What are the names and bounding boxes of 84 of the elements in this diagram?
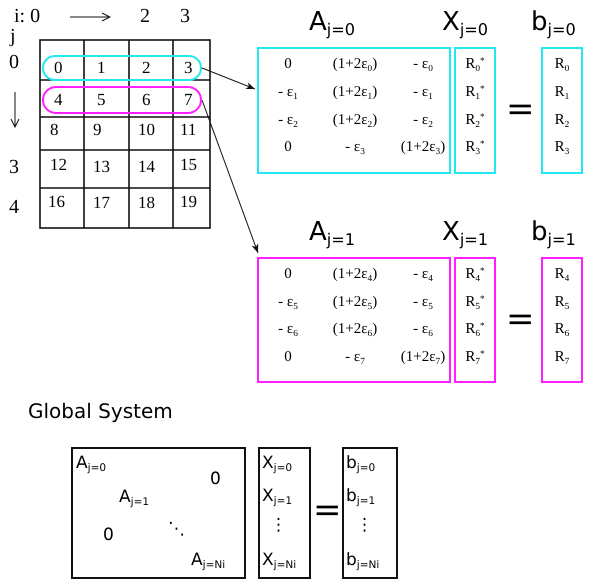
- matrix-entry: (1+2ε$_{7}$): [400, 350, 446, 364]
- vector-entry: X$_{j=1}$: [262, 488, 292, 505]
- matrix-entry: 0: [283, 140, 293, 156]
- vector-entry: R$_{2}$: [554, 112, 570, 128]
- matrix-entry: 0: [283, 57, 293, 72]
- vector-entry: b$_{j=0}$: [346, 455, 376, 472]
- cell-number: 0: [54, 59, 62, 76]
- vector-entry: X$_{j=0}$: [262, 455, 292, 472]
- cell-number: 2: [142, 59, 150, 76]
- equals-sign: =: [313, 493, 342, 527]
- vector-entry: R$_{4}$: [554, 267, 570, 282]
- cell-number: 3: [184, 59, 192, 76]
- matrix-entry: (1+2ε$_{2}$): [332, 112, 378, 128]
- matrix-entry: A$_{j=0}$: [76, 455, 106, 472]
- axis-label: j: [10, 26, 16, 46]
- vector-entry: ⋮: [356, 517, 373, 534]
- matrix-entry: - ε$_{4}$: [412, 267, 434, 282]
- matrix-entry: - ε$_{6}$: [412, 322, 434, 337]
- matrix-entry: - ε$_{2}$: [277, 112, 299, 128]
- vector-entry: R$_{1}$: [554, 84, 570, 100]
- matrix-entry: A$_{j=Ni}$: [191, 552, 226, 569]
- vector-box: [342, 447, 398, 579]
- axis-label: i: 0: [14, 6, 40, 26]
- matrix-entry: - ε$_{2}$: [412, 112, 434, 128]
- equals-sign: =: [506, 92, 534, 126]
- matrix-entry: - ε$_{1}$: [412, 84, 434, 100]
- vector-entry: b$_{j=Ni}$: [346, 552, 380, 569]
- axis-label: 3: [180, 6, 190, 26]
- vector-entry: X$_{j=Ni}$: [262, 552, 296, 569]
- matrix-entry: - ε$_{1}$: [277, 84, 299, 100]
- arrow: [202, 100, 258, 254]
- cell-number: 15: [180, 156, 197, 173]
- cell-number: 9: [93, 121, 102, 138]
- cell-number: 16: [48, 193, 65, 210]
- cell-number: 14: [138, 158, 155, 175]
- axis-label: 2: [140, 6, 150, 26]
- matrix-entry: 0: [283, 350, 293, 364]
- matrix-entry: (1+2ε$_{6}$): [332, 322, 378, 337]
- matrix-entry: (1+2ε$_{1}$): [332, 84, 378, 100]
- axis-label: 4: [9, 197, 19, 217]
- row-highlight: [42, 86, 202, 114]
- matrix-entry: (1+2ε$_{3}$): [400, 140, 446, 156]
- cell-number: 12: [50, 156, 67, 173]
- cell-number: 5: [97, 91, 106, 108]
- matrix-entry: A$_{j=1}$: [119, 489, 150, 506]
- cell-number: 17: [93, 194, 110, 211]
- cell-number: 6: [142, 91, 150, 108]
- vector-box: [258, 447, 311, 579]
- matrix-entry: - ε$_{5}$: [277, 294, 299, 310]
- cell-number: 18: [138, 194, 155, 211]
- cell-number: 19: [180, 193, 197, 210]
- matrix-box: [71, 447, 246, 579]
- matrix-entry: - ε$_{6}$: [277, 322, 299, 337]
- equals-sign: =: [506, 302, 534, 336]
- vector-entry: R$_{6}$: [554, 322, 570, 337]
- matrix-entry: 0: [103, 527, 114, 544]
- matrix-entry: 0: [283, 267, 293, 282]
- axis-label: 3: [9, 157, 19, 177]
- matrix-entry: (1+2ε$_{4}$): [332, 267, 378, 282]
- vector-entry: R$_{7}$: [554, 350, 570, 364]
- vector-entry: R$_{5}$: [554, 294, 570, 310]
- cell-number: 10: [138, 121, 155, 138]
- matrix-entry: - ε$_{5}$: [412, 294, 434, 310]
- cell-number: 7: [184, 91, 192, 108]
- cell-number: 1: [97, 59, 106, 76]
- cell-number: 8: [50, 121, 58, 138]
- vector-entry: ⋮: [270, 517, 287, 534]
- matrix-entry: - ε$_{7}$: [344, 350, 366, 364]
- row-highlight: [42, 55, 202, 81]
- vector-entry: R$_{3}$: [554, 140, 570, 156]
- matrix-entry: 0: [210, 471, 221, 488]
- matrix-entry: - ε$_{3}$: [344, 140, 366, 156]
- axis-label: 0: [9, 52, 19, 72]
- section-heading: Global System: [28, 401, 173, 421]
- arrow: [202, 68, 256, 90]
- matrix-entry: ⋱: [168, 521, 185, 538]
- vector-entry: b$_{j=1}$: [346, 488, 376, 505]
- cell-number: 11: [180, 121, 196, 138]
- cell-number: 13: [93, 158, 110, 175]
- cell-number: 4: [54, 91, 62, 108]
- matrix-entry: - ε$_{0}$: [412, 57, 434, 72]
- matrix-entry: (1+2ε$_{0}$): [332, 57, 378, 72]
- matrix-entry: (1+2ε$_{5}$): [332, 294, 378, 310]
- vector-entry: R$_{0}$: [554, 57, 570, 72]
